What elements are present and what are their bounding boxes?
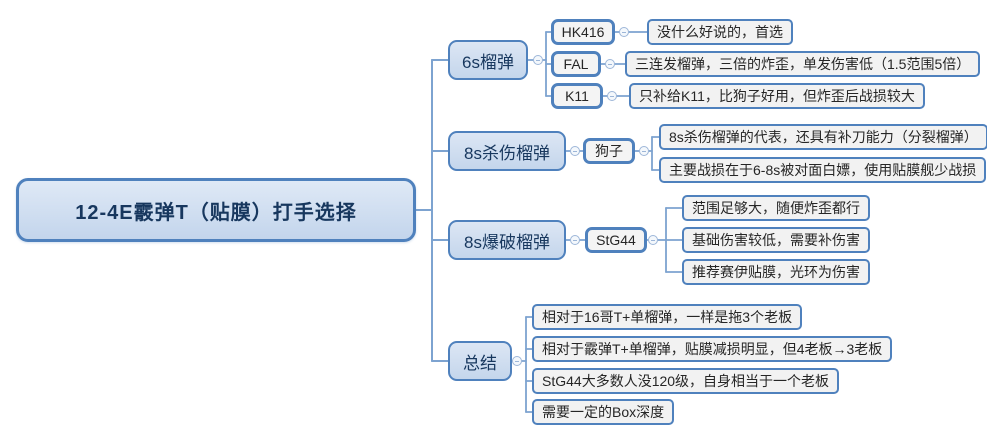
note-fal-1[interactable]: 三连发榴弹，三倍的炸歪，单发伤害低（1.5范围5倍） [625,51,981,77]
note-summary-3[interactable]: StG44大多数人没120级，自身相当于一个老板 [532,368,840,394]
note-stg44-2[interactable]: 基础伤害较低，需要补伤害 [682,227,870,253]
collapse-minus-icon[interactable] [570,235,580,245]
note-stg44-3[interactable]: 推荐赛伊贴膜，光环为伤害 [682,259,870,285]
collapse-minus-icon[interactable] [570,146,580,156]
subtopic-k11[interactable]: K11 [551,83,603,109]
collapse-minus-icon[interactable] [648,235,658,245]
subtopic-stg44[interactable]: StG44 [585,227,647,253]
note-summary-2[interactable]: 相对于霰弹T+单榴弹，贴膜减损明显，但4老板→3老板 [532,336,893,362]
branch-6s-grenade[interactable]: 6s榴弹 [448,40,528,80]
root-topic[interactable]: 12-4E霰弹T（贴膜）打手选择 [16,178,416,242]
collapse-minus-icon[interactable] [605,59,615,69]
note-gouzi-1[interactable]: 8s杀伤榴弹的代表，还具有补刀能力（分裂榴弹） [659,124,987,150]
subtopic-gouzi[interactable]: 狗子 [583,138,635,164]
collapse-minus-icon[interactable] [512,356,522,366]
note-gouzi-2[interactable]: 主要战损在于6-8s被对面白嫖，使用贴膜舰少战损 [659,157,987,183]
collapse-minus-icon[interactable] [607,91,617,101]
note-summary-4[interactable]: 需要一定的Box深度 [532,399,675,425]
collapse-minus-icon[interactable] [619,27,629,37]
collapse-minus-icon[interactable] [533,55,543,65]
subtopic-hk416[interactable]: HK416 [551,19,615,45]
branch-summary[interactable]: 总结 [448,341,512,381]
note-hk416-1[interactable]: 没什么好说的，首选 [647,19,793,45]
branch-8s-blast-grenade[interactable]: 8s爆破榴弹 [448,220,566,260]
subtopic-fal[interactable]: FAL [551,51,601,77]
note-stg44-1[interactable]: 范围足够大，随便炸歪都行 [682,195,870,221]
note-k11-1[interactable]: 只补给K11，比狗子好用，但炸歪后战损较大 [629,83,925,109]
branch-8s-frag-grenade[interactable]: 8s杀伤榴弹 [448,131,566,171]
collapse-minus-icon[interactable] [639,146,649,156]
note-summary-1[interactable]: 相对于16哥T+单榴弹，一样是拖3个老板 [532,304,803,330]
